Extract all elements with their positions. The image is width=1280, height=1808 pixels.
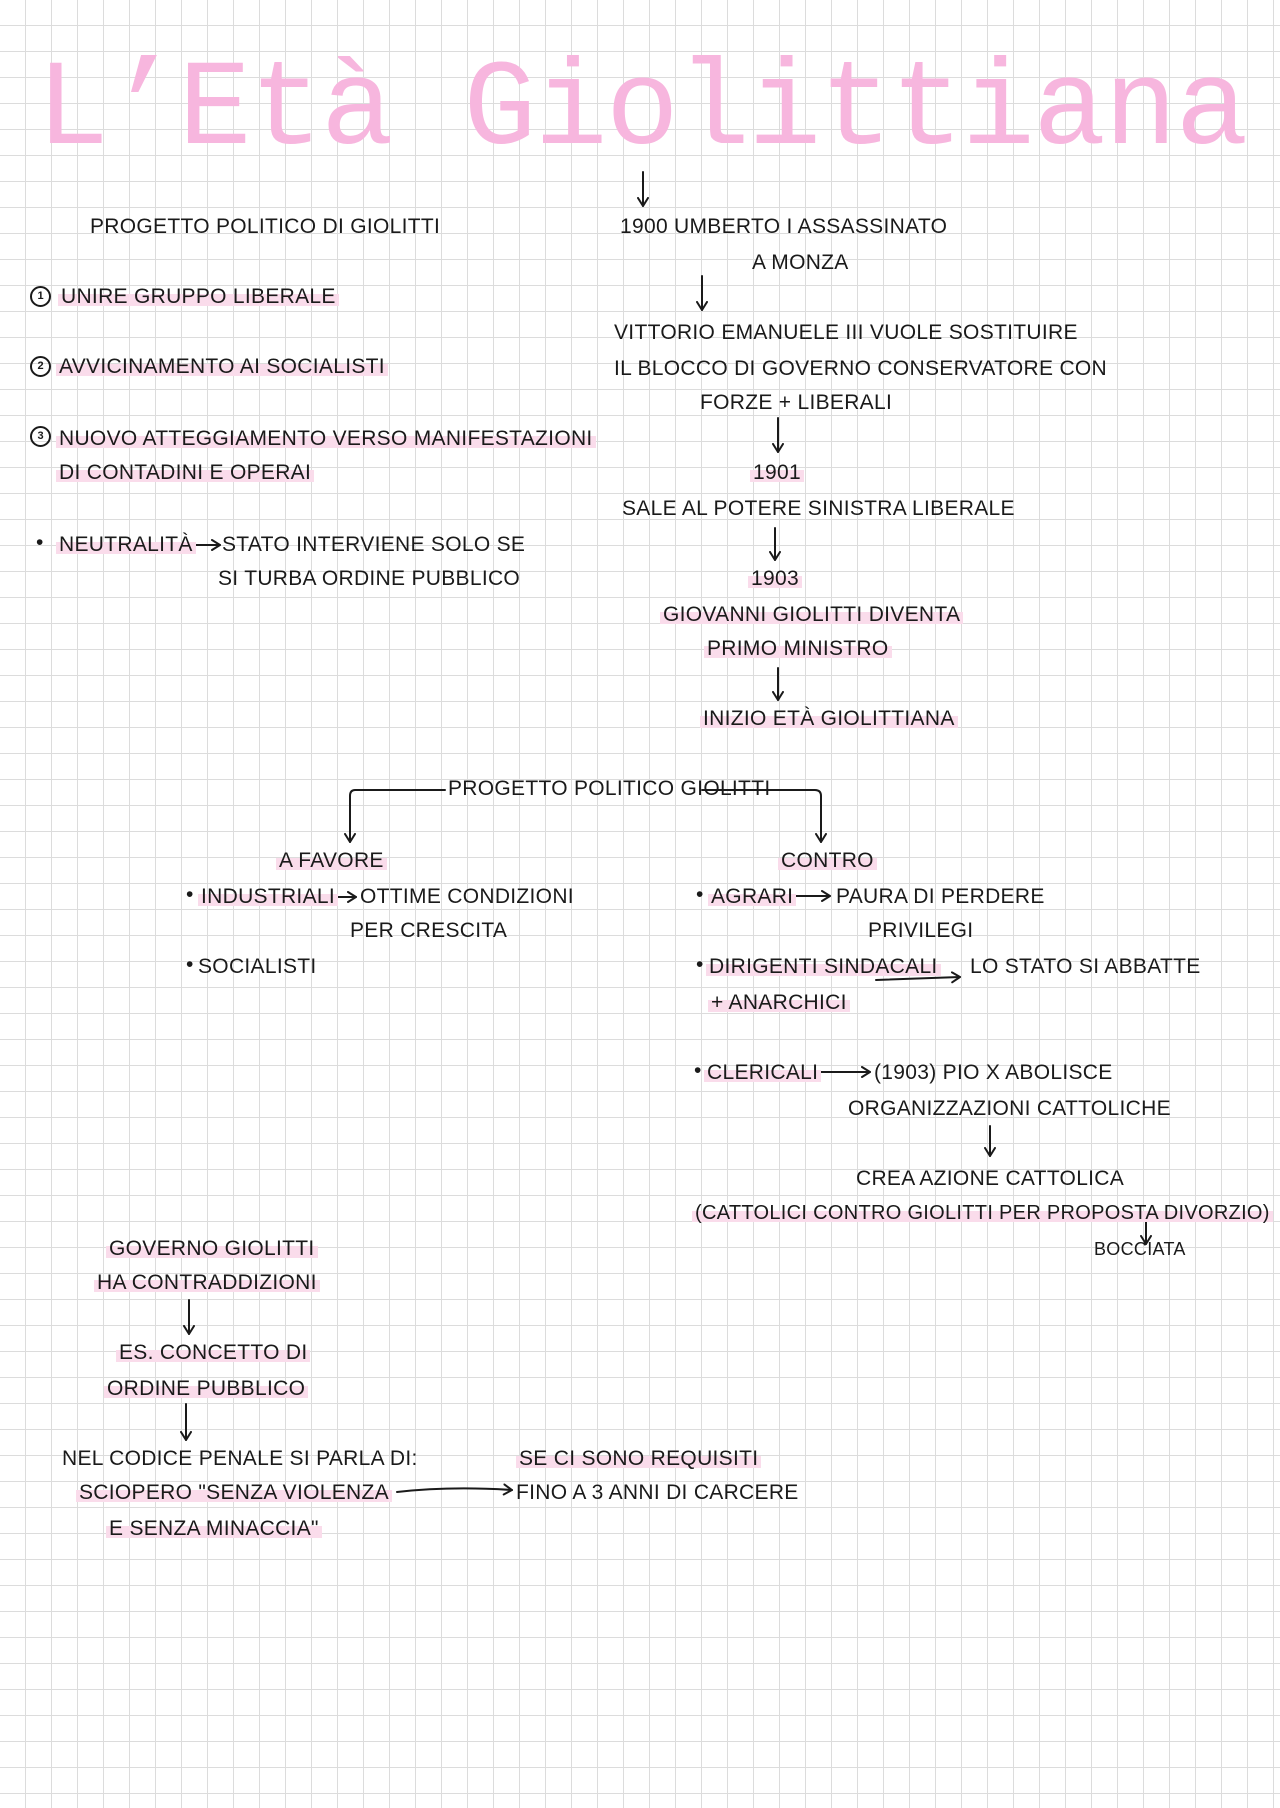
number-1-badge: 1 xyxy=(30,286,51,307)
penal-code-line3: E SENZA MINACCIA" xyxy=(106,1517,322,1540)
event-1900-line1: 1900 UMBERTO I ASSASSINATO xyxy=(620,215,948,238)
against-clericali: CLERICALI xyxy=(704,1061,822,1084)
against-dirigenti-line2: + ANARCHICI xyxy=(708,991,850,1014)
bullet-dot: • xyxy=(696,953,704,976)
bullet-dot: • xyxy=(186,883,194,906)
against-bocciata: BOCCIATA xyxy=(1094,1239,1186,1259)
bullet-dot: • xyxy=(696,883,704,906)
penalty-line2: FINO A 3 ANNI DI CARCERE xyxy=(516,1481,799,1504)
against-dirigenti-result: LO STATO SI ABBATTE xyxy=(970,955,1201,978)
event-vittorio-line3: FORZE + LIBERALI xyxy=(700,391,893,414)
event-1903-year: 1903 xyxy=(748,567,802,590)
against-dirigenti-line1: DIRIGENTI SINDACALI xyxy=(706,955,941,978)
bullet-dot: • xyxy=(36,531,44,554)
favor-label: A FAVORE xyxy=(276,849,387,872)
project-item-2: AVVICINAMENTO AI SOCIALISTI xyxy=(56,355,388,378)
bullet-dot: • xyxy=(186,953,194,976)
against-clericali-result1: (1903) PIO X ABOLISCE xyxy=(874,1061,1113,1084)
neutrality-label: NEUTRALITÀ xyxy=(56,533,196,556)
against-clericali-result2: ORGANIZZAZIONI CATTOLICHE xyxy=(848,1097,1171,1120)
project-item-1: UNIRE GRUPPO LIBERALE xyxy=(58,285,339,308)
against-divorzio: (CATTOLICI CONTRO GIOLITTI PER PROPOSTA … xyxy=(692,1202,1273,1224)
event-1903-line2: PRIMO MINISTRO xyxy=(704,637,892,660)
event-1901-year: 1901 xyxy=(750,461,804,484)
contradictions-example-line2: ORDINE PUBBLICO xyxy=(104,1377,309,1400)
against-agrari: AGRARI xyxy=(708,885,797,908)
against-agrari-result2: PRIVILEGI xyxy=(868,919,974,942)
favor-socialists: SOCIALISTI xyxy=(198,955,317,978)
neutrality-line1: STATO INTERVIENE SOLO SE xyxy=(222,533,526,556)
event-1900-line2: A MONZA xyxy=(752,251,849,274)
against-azione-cattolica: CREA AZIONE CATTOLICA xyxy=(856,1167,1125,1190)
project-item-3-line2: DI CONTADINI E OPERAI xyxy=(56,461,315,484)
against-agrari-result1: PAURA DI PERDERE xyxy=(836,885,1045,908)
penal-code-line2: SCIOPERO "SENZA VIOLENZA xyxy=(76,1481,392,1504)
left-project-heading: PROGETTO POLITICO DI GIOLITTI xyxy=(90,215,441,238)
penalty-line1: SE CI SONO REQUISITI xyxy=(516,1447,762,1470)
event-1903-line1: GIOVANNI GIOLITTI DIVENTA xyxy=(660,603,964,626)
bullet-dot: • xyxy=(694,1059,702,1082)
project-item-3-line1: NUOVO ATTEGGIAMENTO VERSO MANIFESTAZIONI xyxy=(56,427,596,450)
arrow-codice-to-carcere xyxy=(396,1483,513,1496)
event-inizio: INIZIO ETÀ GIOLITTIANA xyxy=(700,707,958,730)
number-3-badge: 3 xyxy=(30,426,51,447)
favor-industrials-result2: PER CRESCITA xyxy=(350,919,508,942)
contradictions-example-line1: ES. CONCETTO DI xyxy=(116,1341,311,1364)
favor-industrials-result1: OTTIME CONDIZIONI xyxy=(360,885,574,908)
contradictions-line1: GOVERNO GIOLITTI xyxy=(106,1237,318,1260)
number-2-badge: 2 xyxy=(30,356,51,377)
arrow-dirigenti xyxy=(875,971,961,984)
event-vittorio-line2: IL BLOCCO DI GOVERNO CONSERVATORE CON xyxy=(614,357,1108,380)
penal-code-line1: NEL CODICE PENALE SI PARLA DI: xyxy=(62,1447,418,1470)
favor-industrials: INDUSTRIALI xyxy=(198,885,338,908)
event-1901-text: SALE AL POTERE SINISTRA LIBERALE xyxy=(622,497,1015,520)
event-vittorio-line1: VITTORIO EMANUELE III VUOLE SOSTITUIRE xyxy=(614,321,1078,344)
branch-favor-arrow xyxy=(344,789,446,843)
against-label: CONTRO xyxy=(778,849,877,872)
branch-against-arrow xyxy=(701,789,827,843)
page-title: L’Età Giolittiana xyxy=(36,41,1249,180)
contradictions-line2: HA CONTRADDIZIONI xyxy=(94,1271,320,1294)
project-heading: PROGETTO POLITICO GIOLITTI xyxy=(448,777,771,800)
neutrality-line2: SI TURBA ORDINE PUBBLICO xyxy=(218,567,521,590)
